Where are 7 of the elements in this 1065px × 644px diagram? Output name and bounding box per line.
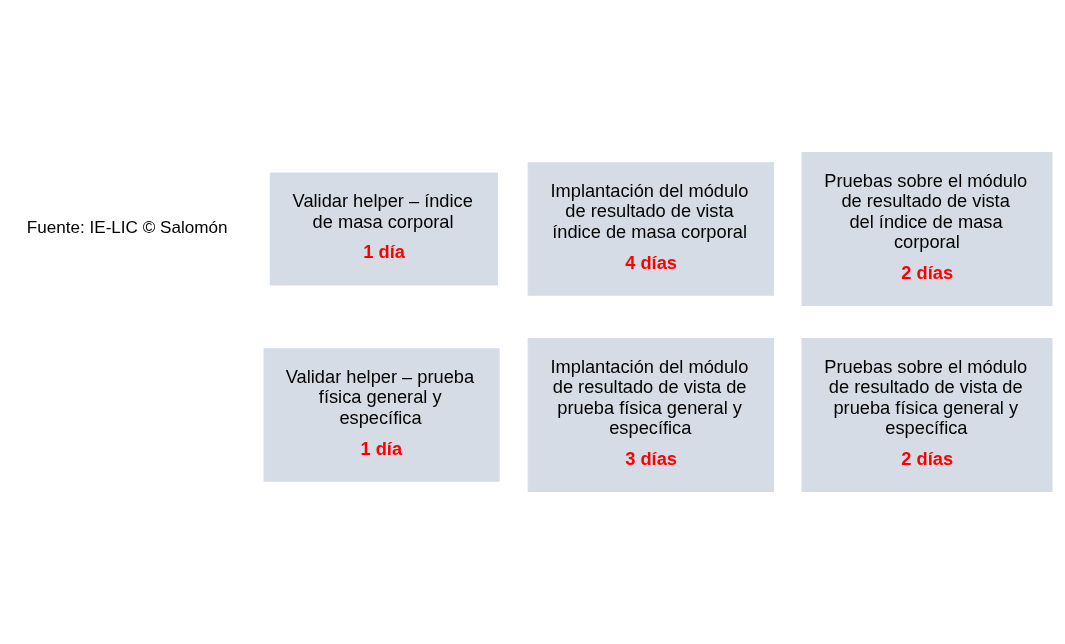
node-box: Validar helper – índice de masa corporal 1 día xyxy=(269,172,498,286)
node-box: Implantación del módulo de resultado de vista índice de masa corporal 4 días xyxy=(527,162,775,296)
node-box: Pruebas sobre el módulo de resultado de vista de prueba física general y específica 2 días xyxy=(801,337,1053,492)
node-box: Pruebas sobre el módulo de resultado de vista del índice de masa corporal 2 días xyxy=(801,152,1053,307)
node-box: Validar helper – prueba física general y específica 1 día xyxy=(263,348,500,482)
node-box: Implantación del módulo de resultado de vista de prueba física general y específica 3 días xyxy=(527,337,775,492)
label: Fuente: IE-LIC © Salomón xyxy=(26,218,228,237)
